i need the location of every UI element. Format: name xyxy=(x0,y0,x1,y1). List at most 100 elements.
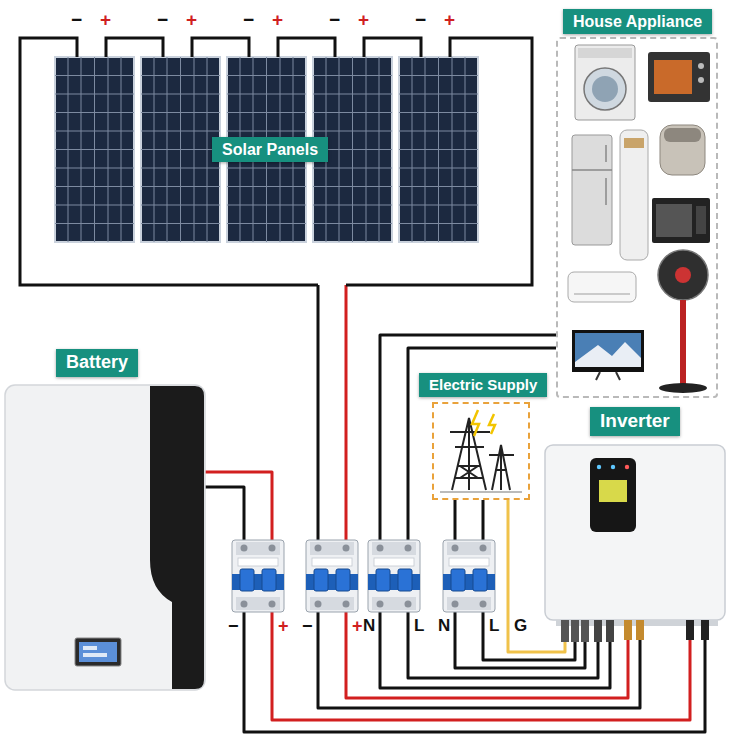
power-grid-towers xyxy=(440,410,522,492)
polarity-mark: + xyxy=(100,10,111,30)
polarity-mark: + xyxy=(272,10,283,30)
power-grid-towers xyxy=(472,410,479,436)
panel-wiring xyxy=(192,38,249,57)
terminal-label: N xyxy=(363,616,375,636)
label-tag: Electric Supply xyxy=(419,373,547,397)
inverter-unit: Inverter xyxy=(545,445,725,620)
house-appliances xyxy=(596,372,620,380)
house-appliances xyxy=(624,138,644,148)
house-appliances xyxy=(575,342,641,367)
inverter-body xyxy=(597,465,601,469)
house-appliances xyxy=(574,293,630,295)
house-appliances xyxy=(696,206,706,234)
inverter-body xyxy=(561,620,569,642)
house-appliances xyxy=(652,198,710,243)
power-grid-towers xyxy=(452,418,486,490)
solar-array: Solar Panels xyxy=(18,10,534,285)
house-appliances xyxy=(568,45,710,393)
polarity-mark: + xyxy=(358,10,369,30)
inverter-body xyxy=(686,620,694,640)
terminal-label: + xyxy=(278,616,289,636)
inverter-body xyxy=(701,620,709,640)
battery-unit: Battery xyxy=(5,385,205,690)
inverter-body xyxy=(545,445,725,642)
house-appliances xyxy=(572,330,644,372)
power-grid-towers xyxy=(489,414,495,434)
house-appliances xyxy=(648,52,710,102)
breaker-row xyxy=(306,540,358,612)
house-appliances xyxy=(578,48,632,58)
panel-wiring xyxy=(106,38,163,57)
label-tag: Battery xyxy=(56,349,138,377)
house-appliances xyxy=(664,128,701,142)
breaker-row xyxy=(232,540,284,612)
inverter-body xyxy=(625,465,629,469)
house-appliances xyxy=(675,267,691,283)
power-grid-towers xyxy=(440,491,522,493)
polarity-mark: − xyxy=(329,10,340,30)
terminal-label: + xyxy=(352,616,363,636)
inverter-body xyxy=(571,620,579,642)
battery-body xyxy=(150,386,204,689)
inverter-body xyxy=(545,445,725,620)
solar-panel-row xyxy=(55,57,134,242)
house-appliances xyxy=(654,60,692,94)
panel-wiring xyxy=(346,38,532,285)
house-appliances xyxy=(584,68,626,110)
house-appliances xyxy=(575,333,641,367)
terminal-label: N xyxy=(438,616,450,636)
inverter-body xyxy=(594,620,602,642)
house-appliances xyxy=(572,145,612,205)
house-appliances xyxy=(572,135,612,245)
panel-wiring xyxy=(278,38,335,57)
house-appliances xyxy=(620,130,648,260)
power-grid-towers xyxy=(489,445,514,490)
breaker-row xyxy=(443,540,495,612)
inverter-body xyxy=(611,465,615,469)
house-appliances xyxy=(680,300,686,384)
house-appliances xyxy=(659,383,707,393)
house-appliances xyxy=(575,45,635,120)
battery-body xyxy=(5,385,205,690)
power-grid-towers xyxy=(450,432,490,447)
house-appliances xyxy=(592,76,618,102)
terminal-label: − xyxy=(228,616,239,636)
panel-wiring xyxy=(20,38,532,285)
polarity-mark: − xyxy=(415,10,426,30)
battery-body xyxy=(75,638,121,666)
battery-body xyxy=(79,642,117,662)
terminal-label: G xyxy=(514,616,527,636)
breaker-row xyxy=(368,540,420,612)
polarity-mark: + xyxy=(186,10,197,30)
cable-run xyxy=(318,285,640,708)
inverter-body xyxy=(606,620,614,642)
house-appliances xyxy=(568,272,636,302)
grid-supply-box: Electric Supply xyxy=(432,402,530,500)
polarity-mark: − xyxy=(157,10,168,30)
house-appliances xyxy=(658,250,708,300)
house-appliances xyxy=(660,125,705,175)
panel-wiring xyxy=(364,38,421,57)
polarity-mark: − xyxy=(71,10,82,30)
polarity-mark: + xyxy=(444,10,455,30)
label-tag: Inverter xyxy=(590,407,680,436)
label-tag: Solar Panels xyxy=(212,137,328,162)
inverter-body xyxy=(590,458,636,532)
house-appliances xyxy=(698,63,704,69)
terminal-label: − xyxy=(302,616,313,636)
appliance-box: House Appliance xyxy=(556,37,718,398)
breaker-row xyxy=(232,540,495,612)
inverter-body xyxy=(599,480,627,502)
inverter-body xyxy=(636,620,644,640)
terminal-label: L xyxy=(414,616,424,636)
house-appliances xyxy=(698,77,704,83)
battery-body xyxy=(83,653,107,657)
cable xyxy=(318,285,640,708)
battery-body xyxy=(83,646,97,650)
solar-panel-row xyxy=(399,57,478,242)
inverter-body xyxy=(581,620,589,642)
battery-body xyxy=(5,385,205,690)
inverter-body xyxy=(624,620,632,640)
polarity-mark: − xyxy=(243,10,254,30)
solar-panel-row xyxy=(141,57,220,242)
